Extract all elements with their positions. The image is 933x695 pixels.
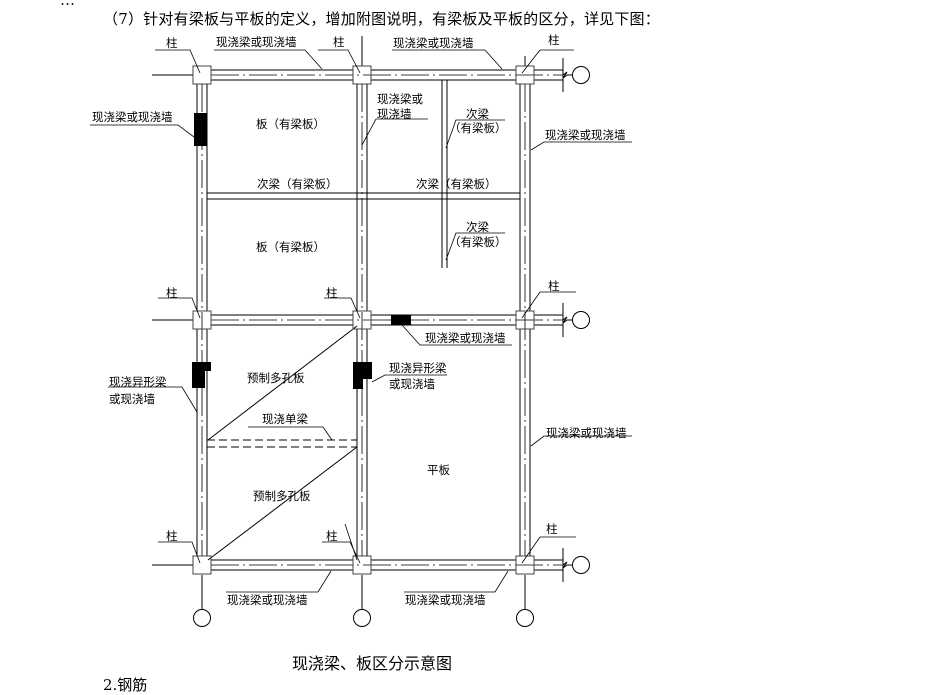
label-slab-with-beam: 板（有梁板） (256, 117, 325, 131)
label-cast-beam-or-wall: 现浇梁或现浇墙 (227, 593, 308, 607)
axis-bubble (572, 311, 590, 329)
label-column: 柱 (166, 529, 178, 543)
label-column: 柱 (166, 36, 178, 50)
right-vertical-beam (519, 84, 531, 556)
filled-blocks (192, 113, 411, 389)
label-precast-slab: 预制多孔板 (247, 371, 305, 385)
figure-caption: 现浇梁、板区分示意图 (292, 654, 453, 673)
label-column: 柱 (548, 33, 560, 47)
label-precast-slab: 预制多孔板 (253, 489, 311, 503)
label-column: 柱 (546, 522, 558, 536)
cast-wall-block (391, 315, 411, 325)
axis-bubbles (193, 66, 590, 627)
leader-lines (90, 49, 632, 593)
label-flat-slab: 平板 (427, 463, 450, 477)
label-special-beam-line2: 或现浇墙 (389, 377, 435, 391)
label-slab-with-beam: 板（有梁板） (256, 240, 325, 254)
cast-single-beam-dashed (207, 439, 357, 448)
column (352, 310, 372, 330)
bottom-beam (211, 559, 563, 571)
label-cast-beam-or-wall: 现浇梁或现浇墙 (405, 593, 486, 607)
label-secondary-beam: 次梁（有梁板） (257, 177, 338, 191)
break-marks (562, 58, 572, 582)
column (515, 65, 535, 85)
axis-lines (152, 36, 526, 609)
label-cast-beam-or-wall: 现浇梁或现浇墙 (545, 128, 626, 142)
top-beam (211, 69, 563, 81)
label-column: 柱 (326, 286, 338, 300)
label-cast-beam-or-wall: 现浇梁或现浇墙 (216, 35, 297, 49)
column (192, 555, 212, 575)
clipped-previous-text-line: … (60, 0, 75, 9)
column (352, 65, 372, 85)
label-secondary-beam-line1: 次梁 (466, 107, 489, 121)
label-cast-beam-or-wall: 现浇梁或现浇墙 (393, 36, 474, 50)
axis-bubble (572, 66, 590, 84)
precast-diagonal-lower (207, 446, 358, 561)
label-secondary-beam-line2: （有梁板） (449, 121, 507, 135)
column (192, 310, 212, 330)
label-column: 柱 (166, 286, 178, 300)
special-beam-block (192, 362, 211, 388)
column (515, 310, 535, 330)
next-section-heading: 2.钢筋 (103, 676, 148, 694)
label-cast-beam-or-wall: 现浇梁或现浇墙 (425, 331, 506, 345)
precast-diagonal-upper (207, 325, 358, 441)
diagram-labels: 柱 现浇梁或现浇墙 柱 现浇梁或现浇墙 柱 现浇梁或现浇墙 板（有梁板） 现浇梁… (92, 33, 627, 607)
label-column: 柱 (326, 529, 338, 543)
label-cast-beam-or-wall: 现浇梁或现浇墙 (546, 426, 627, 440)
intro-paragraph: （7）针对有梁板与平板的定义，增加附图说明，有梁板及平板的区分，详见下图： (103, 10, 660, 28)
label-cast-beam-or-wall-line1: 现浇梁或 (377, 92, 423, 106)
label-special-beam-line1: 现浇异形梁 (389, 361, 447, 375)
centerlines (201, 74, 563, 566)
label-special-beam-line1: 现浇异形梁 (109, 375, 167, 389)
axis-bubble (572, 556, 590, 574)
label-cast-beam-or-wall-line2: 现浇墙 (377, 107, 412, 121)
label-secondary-beam-line2: （有梁板） (449, 235, 507, 249)
label-cast-beam-or-wall: 现浇梁或现浇墙 (92, 110, 173, 124)
label-special-beam-line2: 或现浇墙 (109, 392, 155, 406)
axis-bubble (516, 609, 534, 627)
cast-wall-block (194, 113, 207, 146)
label-column: 柱 (548, 279, 560, 293)
columns (192, 65, 535, 575)
label-cast-single-beam: 现浇单梁 (262, 412, 308, 426)
middle-vertical-beam (356, 84, 368, 556)
axis-bubble (193, 609, 211, 627)
label-column: 柱 (333, 35, 345, 49)
label-secondary-beam-line1: 次梁 (466, 220, 489, 234)
column (192, 65, 212, 85)
column (352, 555, 372, 575)
secondary-beam-vertical (441, 80, 448, 268)
axis-bubble (353, 609, 371, 627)
column (515, 555, 535, 575)
secondary-beam-horizontal (207, 192, 520, 200)
label-secondary-beam: 次梁（有梁板） (416, 177, 497, 191)
special-beam-block (353, 362, 372, 389)
